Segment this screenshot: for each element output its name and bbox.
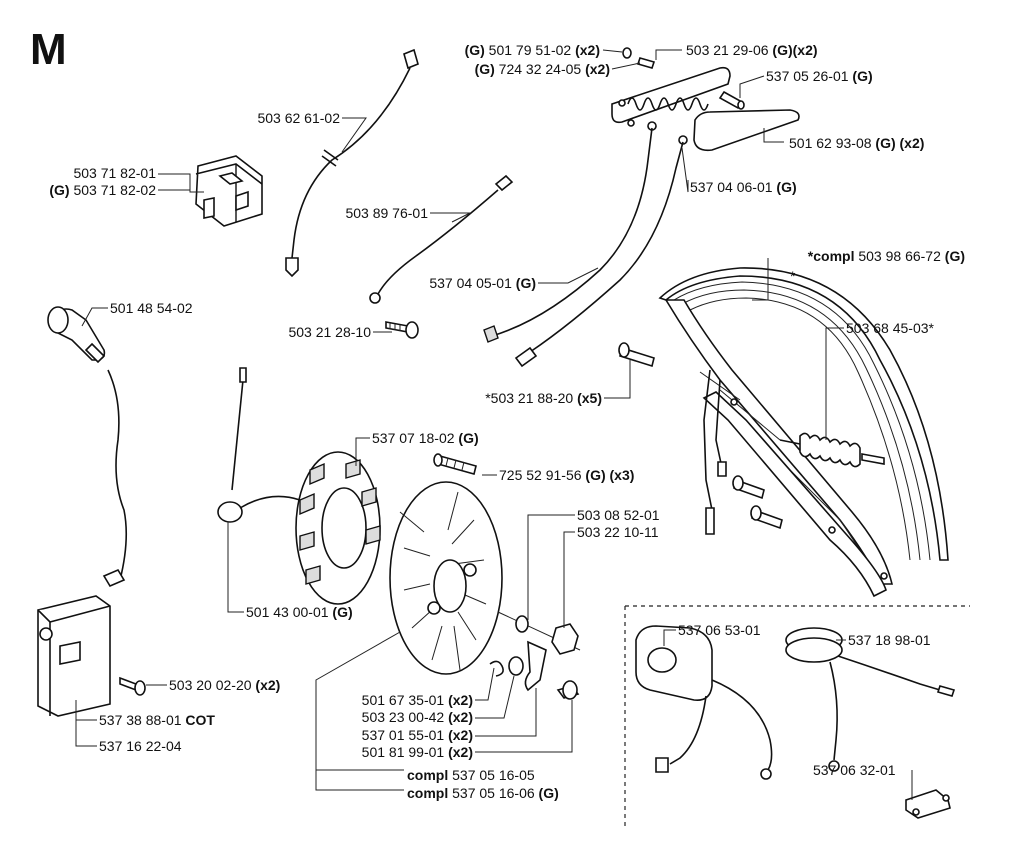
label-503-71-82-02: (G) 503 71 82-02 <box>49 182 156 198</box>
handle-screws-drawing <box>618 342 783 530</box>
screw-503-21-28-10-drawing <box>385 321 419 339</box>
stop-switch-drawing <box>195 155 263 227</box>
wire-503-62-61-02-drawing <box>285 48 419 278</box>
label-537-04-06-01: 537 04 06-01 (G) <box>690 179 797 195</box>
part-labels: (G) 501 79 51-02 (x2) (G) 724 32 24-05 (… <box>49 42 965 801</box>
section-letter: M <box>30 25 67 74</box>
label-503-89-76-01: 503 89 76-01 <box>345 205 428 221</box>
label-537-05-26-01: 537 05 26-01 (G) <box>766 68 873 84</box>
heating-element-spring-drawing <box>779 432 885 468</box>
thermal-switch-drawing <box>785 627 956 772</box>
label-503-08-52-01: 503 08 52-01 <box>577 507 660 523</box>
optional-parts-box <box>624 605 970 828</box>
wire-503-89-76-01-drawing <box>369 174 514 304</box>
label-501-79-51-02: (G) 501 79 51-02 (x2) <box>465 42 600 58</box>
thermostat-drawing <box>635 625 773 780</box>
heater-cover-drawing <box>678 109 800 152</box>
label-537-16-22-04: 537 16 22-04 <box>99 738 182 754</box>
label-537-07-18-02: 537 07 18-02 (G) <box>372 430 479 446</box>
leader-lines <box>75 49 913 800</box>
ignition-module-drawing <box>37 369 128 717</box>
screw-503-20-02-20-drawing <box>119 676 146 696</box>
label-537-06-53-01: 537 06 53-01 <box>678 622 761 638</box>
spacer-pin-drawing <box>718 90 745 110</box>
label-537-38-88-01: 537 38 88-01 COT <box>99 712 215 728</box>
label-503-62-61-02: 503 62 61-02 <box>257 110 340 126</box>
label-503-22-10-11: 503 22 10-11 <box>577 524 659 540</box>
bracket-drawing <box>905 789 951 819</box>
label-724-32-24-05: (G) 724 32 24-05 (x2) <box>475 61 610 77</box>
flywheel-screws-drawing <box>433 453 477 475</box>
label-asterisk: * <box>790 268 796 284</box>
label-501-43-00-01: 501 43 00-01 (G) <box>246 604 353 620</box>
label-503-21-29-06: 503 21 29-06 (G)(x2) <box>686 42 818 58</box>
pawl-assembly-drawing <box>489 640 580 700</box>
label-501-81-99-01: 501 81 99-01 (x2) <box>362 744 473 760</box>
label-503-23-00-42: 503 23 00-42 (x2) <box>362 709 473 725</box>
spark-plug-cap-drawing <box>47 306 106 364</box>
label-537-05-16-05: compl 537 05 16-05 <box>407 767 535 783</box>
flywheel-drawing <box>389 481 503 675</box>
washer-nut-drawing <box>497 611 581 655</box>
label-503-21-88-20: *503 21 88-20 (x5) <box>485 390 602 406</box>
label-725-52-91-56: 725 52 91-56 (G) (x3) <box>499 467 634 483</box>
label-503-21-28-10: 503 21 28-10 <box>288 324 371 340</box>
label-537-01-55-01: 537 01 55-01 (x2) <box>362 727 473 743</box>
label-537-06-32-01: 537 06 32-01 <box>813 762 896 778</box>
label-501-62-93-08: 501 62 93-08 (G) (x2) <box>789 135 924 151</box>
label-503-68-45-03: 503 68 45-03* <box>846 320 935 336</box>
label-503-20-02-20: 503 20 02-20 (x2) <box>169 677 280 693</box>
heater-wires-drawing <box>483 127 684 368</box>
generator-drawing <box>217 367 381 605</box>
label-537-05-16-06: compl 537 05 16-06 (G) <box>407 785 559 801</box>
label-503-98-66-72: *compl 503 98 66-72 (G) <box>808 248 965 264</box>
label-501-48-54-02: 501 48 54-02 <box>110 300 193 316</box>
front-handle-drawing <box>658 267 949 598</box>
label-537-18-98-01: 537 18 98-01 <box>848 632 931 648</box>
label-501-67-35-01: 501 67 35-01 (x2) <box>362 692 473 708</box>
label-537-04-05-01: 537 04 05-01 (G) <box>429 275 536 291</box>
label-503-71-82-01: 503 71 82-01 <box>73 165 156 181</box>
